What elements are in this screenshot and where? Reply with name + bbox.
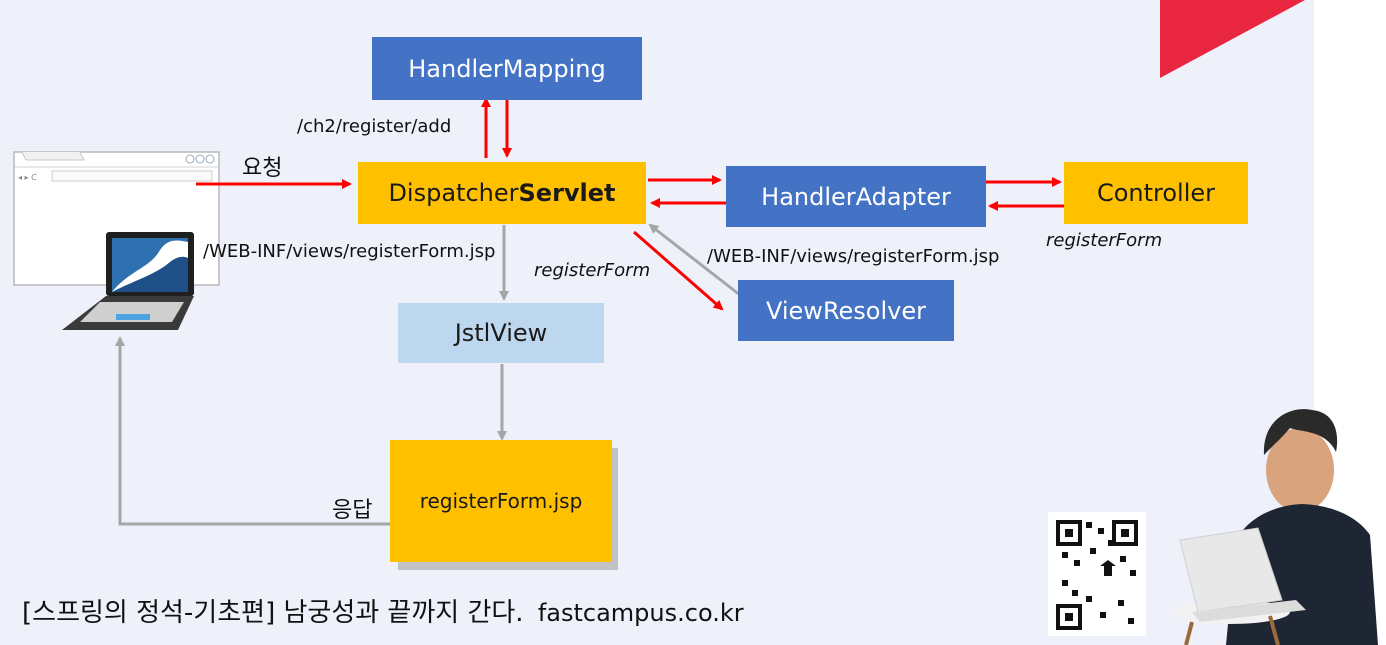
presenter-photo (1170, 409, 1378, 645)
dispatcher-bold: Servlet (518, 179, 616, 207)
site-url: fastcampus.co.kr (537, 599, 744, 627)
register-form-jsp-box: registerForm.jsp (390, 440, 612, 562)
course-footer: [스프링의 정석-기초편] 남궁성과 끝까지 간다. fastcampus.co… (22, 592, 744, 629)
svg-text:◂ ▸ C: ◂ ▸ C (18, 173, 37, 182)
request-label: 요청 (242, 156, 283, 181)
view-path-left-label: /WEB-INF/views/registerForm.jsp (203, 241, 496, 262)
handler-adapter-box: HandlerAdapter (726, 166, 986, 227)
dispatcher-to-resolver-arrow (633, 230, 724, 311)
view-resolver-label: ViewResolver (765, 296, 926, 325)
handler-mapping-box: HandlerMapping (372, 37, 642, 100)
request-path-label: /ch2/register/add (297, 116, 452, 137)
laptop-icon (62, 232, 194, 330)
resolver-to-dispatcher-arrow (648, 223, 741, 297)
view-path-right-label: /WEB-INF/views/registerForm.jsp (707, 246, 1000, 267)
dispatcher-servlet-label: DispatcherServlet (388, 179, 615, 207)
controller-box: Controller (1064, 162, 1248, 224)
handler-mapping-label: HandlerMapping (408, 54, 606, 83)
qr-code (1048, 512, 1146, 636)
jstl-view-box: JstlView (398, 303, 604, 363)
response-arrow (115, 336, 390, 526)
brand-triangle (1160, 0, 1305, 78)
handler-adapter-label: HandlerAdapter (761, 182, 951, 211)
response-label: 응답 (332, 498, 373, 523)
course-title: [스프링의 정석-기초편] 남궁성과 끝까지 간다. (22, 598, 524, 628)
dispatcher-servlet-box: DispatcherServlet (358, 162, 646, 224)
controller-label: Controller (1096, 179, 1216, 207)
jstl-view-label: JstlView (454, 319, 548, 347)
register-form-jsp-label: registerForm.jsp (419, 489, 583, 513)
view-resolver-box: ViewResolver (738, 280, 954, 341)
view-name-left-label: registerForm (534, 260, 651, 281)
dispatcher-prefix: Dispatcher (388, 179, 519, 207)
view-name-controller-label: registerForm (1046, 230, 1163, 251)
